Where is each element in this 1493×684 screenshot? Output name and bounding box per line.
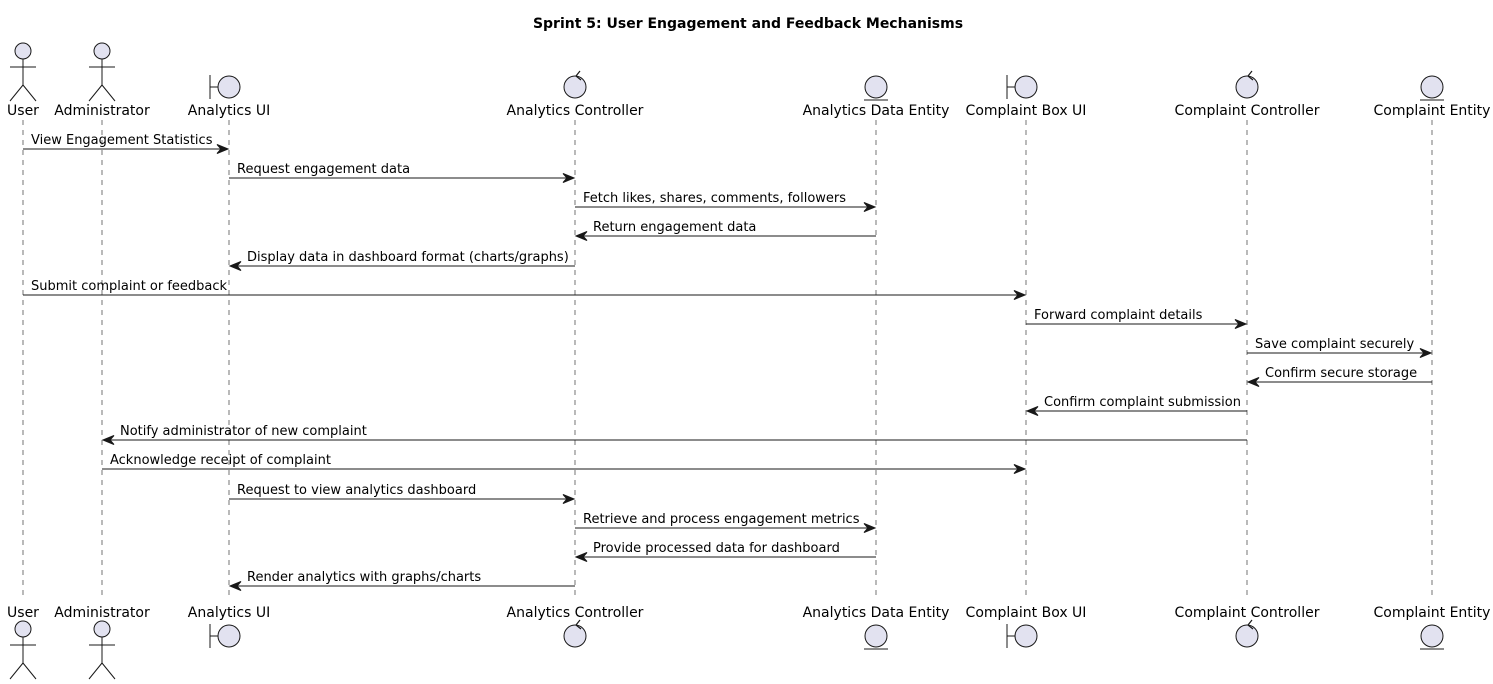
participants-top: User Administrator Analytics UI Analytics C… [7, 42, 1491, 119]
message-label: Display data in dashboard format (charts… [247, 250, 569, 265]
message: Render analytics with graphs/charts [228, 570, 575, 591]
arrowhead-icon [574, 552, 588, 562]
arrowhead-icon [863, 523, 877, 533]
message-label: Request engagement data [237, 162, 410, 177]
message: Acknowledge receipt of complaint [102, 453, 1027, 474]
message-label: Notify administrator of new complaint [120, 424, 367, 439]
boundary-icon [209, 75, 241, 99]
message-label: Return engagement data [593, 220, 756, 235]
participant-label-admin-bottom: Administrator [54, 605, 150, 621]
participant-label-cent-bottom: Complaint Entity [1374, 605, 1491, 621]
entity-icon [1420, 624, 1444, 650]
arrowhead-icon [562, 494, 576, 504]
message-label: View Engagement Statistics [31, 133, 213, 148]
arrowhead-icon [863, 202, 877, 212]
message-label: Submit complaint or feedback [31, 279, 228, 294]
participant-label-adata-bottom: Analytics Data Entity [803, 605, 950, 621]
message-label: Acknowledge receipt of complaint [110, 453, 331, 468]
message: Retrieve and process engagement metrics [575, 512, 877, 533]
boundary-icon [1006, 75, 1038, 99]
message: Display data in dashboard format (charts… [228, 250, 575, 271]
participant-label-actrl-bottom: Analytics Controller [507, 605, 644, 621]
participant-label-user-top: User [7, 103, 39, 119]
control-icon [563, 70, 587, 99]
message: Forward complaint details [1026, 308, 1248, 329]
message: Confirm complaint submission [1025, 395, 1247, 416]
arrowhead-icon [216, 144, 230, 154]
participants-bottom: User Administrator Analytics UI Analytics C… [7, 605, 1491, 680]
message-label: Forward complaint details [1034, 308, 1203, 323]
participant-label-adata-top: Analytics Data Entity [803, 103, 950, 119]
boundary-icon [1006, 624, 1038, 648]
diagram-title: Sprint 5: User Engagement and Feedback M… [533, 16, 963, 32]
message: Submit complaint or feedback [23, 279, 1027, 300]
participant-label-cctrl-bottom: Complaint Controller [1175, 605, 1320, 621]
entity-icon [1420, 75, 1444, 101]
message-label: Request to view analytics dashboard [237, 483, 476, 498]
message-label: Provide processed data for dashboard [593, 541, 840, 556]
control-icon [1235, 619, 1259, 648]
actor-icon [9, 620, 37, 680]
entity-icon [864, 624, 888, 650]
control-icon [563, 619, 587, 648]
arrowhead-icon [1025, 406, 1039, 416]
message: Confirm secure storage [1246, 366, 1432, 387]
arrowhead-icon [101, 435, 115, 445]
control-icon [1235, 70, 1259, 99]
message-label: Confirm secure storage [1265, 366, 1417, 381]
arrowhead-icon [1246, 377, 1260, 387]
participant-label-cbui-top: Complaint Box UI [966, 103, 1087, 119]
actor-icon [88, 620, 116, 680]
arrowhead-icon [228, 581, 242, 591]
message: Save complaint securely [1247, 337, 1433, 358]
actor-icon [88, 42, 116, 102]
participant-label-cctrl-top: Complaint Controller [1175, 103, 1320, 119]
arrowhead-icon [1013, 290, 1027, 300]
message: Notify administrator of new complaint [101, 424, 1247, 445]
message-label: Confirm complaint submission [1044, 395, 1241, 410]
participant-label-cbui-bottom: Complaint Box UI [966, 605, 1087, 621]
participant-label-admin-top: Administrator [54, 103, 150, 119]
boundary-icon [209, 624, 241, 648]
arrowhead-icon [228, 261, 242, 271]
arrowhead-icon [562, 173, 576, 183]
message: Fetch likes, shares, comments, followers [575, 191, 877, 212]
message: Provide processed data for dashboard [574, 541, 876, 562]
entity-icon [864, 75, 888, 101]
message-label: Retrieve and process engagement metrics [583, 512, 860, 527]
participant-label-aui-bottom: Analytics UI [188, 605, 270, 621]
actor-icon [9, 42, 37, 102]
arrowhead-icon [1234, 319, 1248, 329]
participant-label-user-bottom: User [7, 605, 39, 621]
lifelines [22, 120, 1433, 600]
message: Request engagement data [229, 162, 576, 183]
message: Return engagement data [574, 220, 876, 241]
arrowhead-icon [574, 231, 588, 241]
arrowhead-icon [1013, 464, 1027, 474]
message: Request to view analytics dashboard [229, 483, 576, 504]
participant-label-aui-top: Analytics UI [188, 103, 270, 119]
participant-label-actrl-top: Analytics Controller [507, 103, 644, 119]
message: View Engagement Statistics [23, 133, 230, 154]
message-label: Fetch likes, shares, comments, followers [583, 191, 846, 206]
message-label: Save complaint securely [1255, 337, 1415, 352]
message-label: Render analytics with graphs/charts [247, 570, 481, 585]
participant-label-cent-top: Complaint Entity [1374, 103, 1491, 119]
arrowhead-icon [1419, 348, 1433, 358]
